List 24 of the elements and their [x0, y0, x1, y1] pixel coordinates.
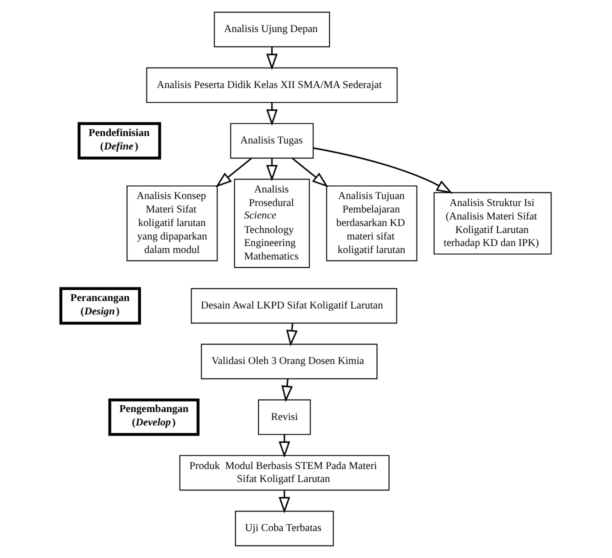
node-box: Analisis Struktur Isi (Analisis Materi Sifat Koligatif Larutan terhadap KD dan IPK)	[434, 192, 552, 255]
node-box: Perancangan (Design)	[59, 287, 141, 325]
arrow	[278, 434, 290, 458]
node-box: Produk Modul Berbasis STEM Pada Materi Sifat Koligatf Larutan	[179, 455, 390, 491]
arrow	[216, 158, 252, 188]
node-box: Pengembangan (Develop)	[108, 398, 200, 436]
arrow	[266, 102, 278, 126]
node-box: Pendefinisian (Define)	[78, 122, 162, 160]
arrow	[266, 46, 278, 70]
arrow	[281, 378, 293, 402]
node-box: Analisis Peserta Didik Kelas XII SMA/MA Sederajat	[146, 67, 398, 103]
arrow	[313, 147, 453, 194]
node-box: Uji Coba Terbatas	[235, 510, 334, 546]
node-box: Analisis Tujuan Pembelajaran berdasarkan KD materi sifat koligatif larutan	[326, 185, 418, 262]
node-box: Validasi Oleh 3 Orang Dosen Kimia	[200, 344, 378, 380]
node-box: Analisis Tugas	[230, 123, 314, 159]
node-box: Desain Awal LKPD Sifat Koligatif Larutan	[190, 288, 398, 324]
node-box: Analisis Ujung Depan	[214, 12, 330, 48]
node-box: Analisis Konsep Materi Sifat koligatif larutan yang dipaparkan dalam modul	[126, 185, 218, 262]
arrow	[266, 158, 278, 182]
arrow	[278, 490, 290, 514]
arrow	[292, 158, 328, 188]
node-box: Analisis Prosedural Science Technology Engineering Mathematics	[234, 178, 310, 268]
node-box: Revisi	[258, 399, 311, 435]
